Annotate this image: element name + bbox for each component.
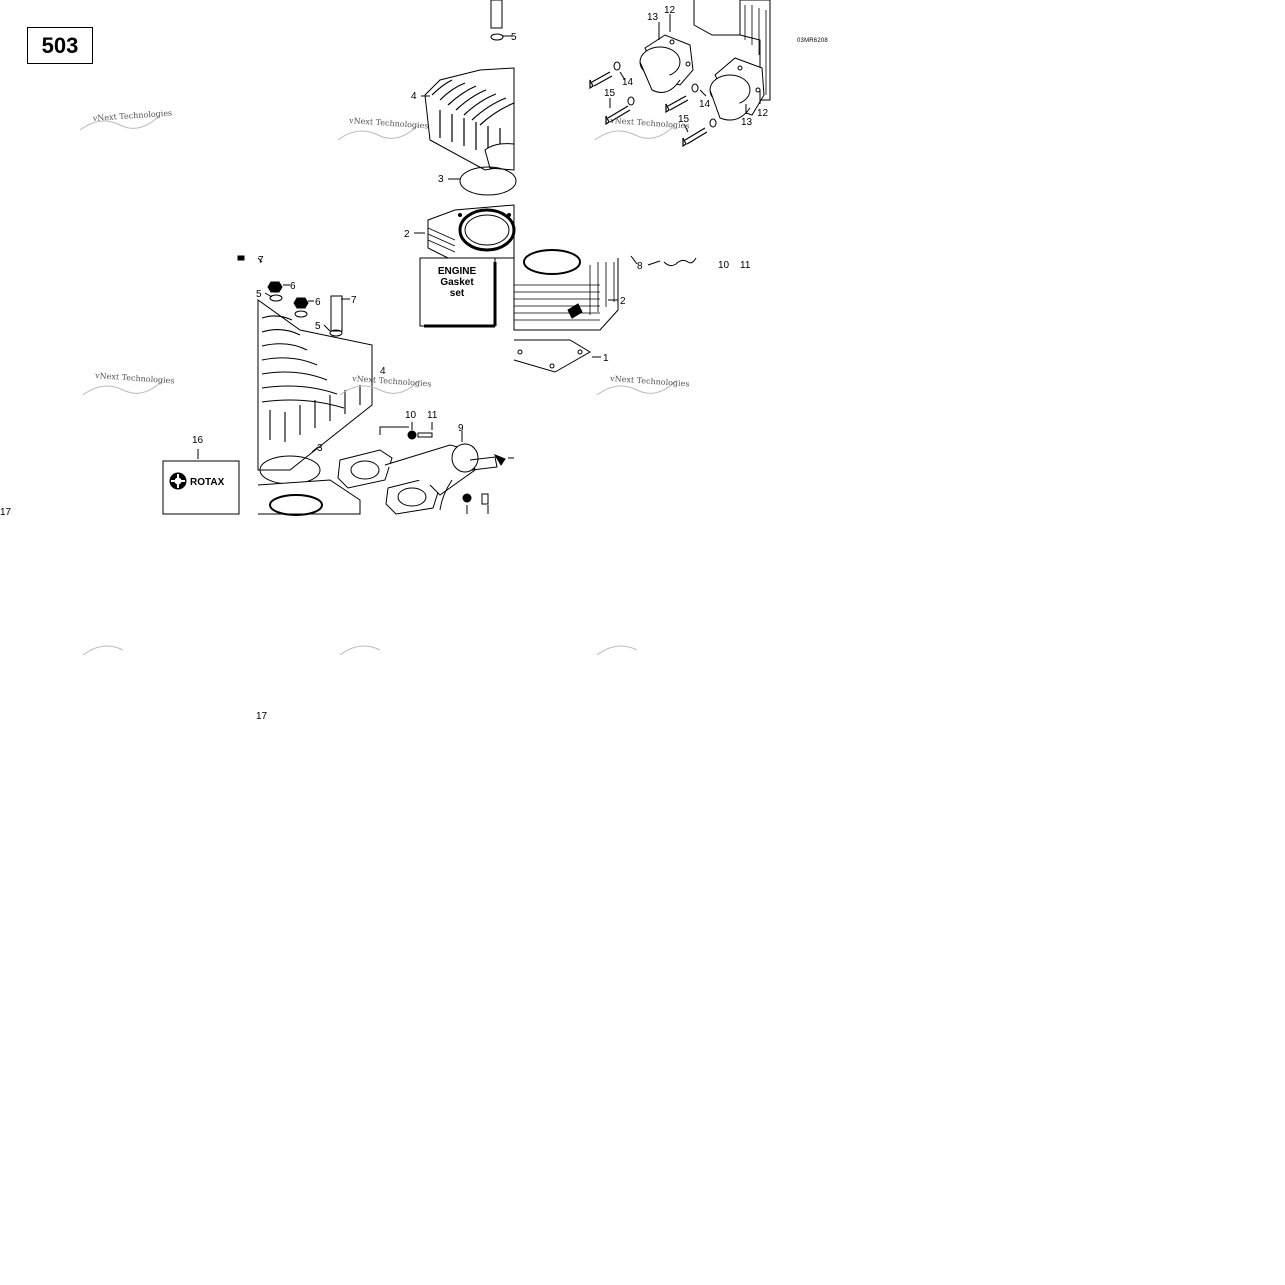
callout-11: 11 [740, 260, 751, 271]
callout-13b: 13 [741, 117, 753, 128]
rotax-brand-label: ROTAX [190, 477, 225, 488]
callout-13: 13 [647, 12, 659, 23]
callout-10: 10 [718, 260, 730, 271]
callout-12: 12 [664, 5, 676, 16]
callout-17: 17 [0, 507, 12, 518]
callout-14: 14 [622, 77, 634, 88]
callout-4: 4 [411, 91, 417, 102]
callout-17b: 17 [256, 711, 268, 722]
watermark-swirls [79, 114, 678, 656]
callout-7b: 7 [351, 295, 357, 306]
watermarks: vNext Technologies vNext Technologies vN… [92, 108, 690, 388]
callout-14b: 14 [699, 99, 711, 110]
callout-12b: 12 [757, 108, 769, 119]
rotax-label-drawing [162, 449, 240, 515]
gasket-set-box: ENGINE Gasket set [438, 266, 477, 299]
callout-2b: 2 [620, 296, 626, 307]
upper-exhaust-socket-drawing [589, 0, 771, 148]
callout-1: 1 [603, 353, 609, 364]
callout-3: 3 [438, 174, 444, 185]
callout-2: 2 [404, 229, 410, 240]
callout-3b: 3 [317, 443, 323, 454]
watermark: vNext Technologies [94, 371, 175, 386]
callout-labels: 5 4 3 2 13 12 14 15 14 15 13 12 8 10 11 … [0, 5, 769, 722]
callout-16: 16 [192, 435, 204, 446]
upper-cylinder-head-drawing [414, 0, 517, 259]
model-number-box: 503 [27, 27, 93, 64]
gasket-box-line1: ENGINE [438, 266, 477, 277]
watermark: vNext Technologies [92, 108, 173, 123]
callout-8: 8 [637, 261, 643, 272]
callout-5c: 5 [315, 321, 321, 332]
callout-4b: 4 [380, 366, 386, 377]
callout-6: 6 [290, 281, 296, 292]
gasket-box-line2: Gasket [440, 277, 474, 288]
callout-15: 15 [604, 88, 616, 99]
callout-9: 9 [458, 423, 464, 434]
callout-6b: 6 [315, 297, 321, 308]
gasket-set-box-drawing [419, 257, 497, 328]
callout-11b: 11 [427, 410, 438, 421]
callout-7: 7 [258, 255, 264, 266]
watermark: vNext Technologies [348, 116, 429, 131]
drawing-code: 03MR6208 [797, 38, 828, 44]
callout-10b: 10 [405, 410, 417, 421]
middle-cylinder-head-drawing [237, 255, 373, 516]
callout-5: 5 [511, 32, 517, 43]
callout-5b: 5 [256, 289, 262, 300]
gasket-box-line3: set [450, 288, 465, 299]
exhaust-manifold-drawing [337, 422, 514, 515]
lower-cylinder-base-drawing [513, 249, 697, 373]
callout-15b: 15 [678, 114, 690, 125]
